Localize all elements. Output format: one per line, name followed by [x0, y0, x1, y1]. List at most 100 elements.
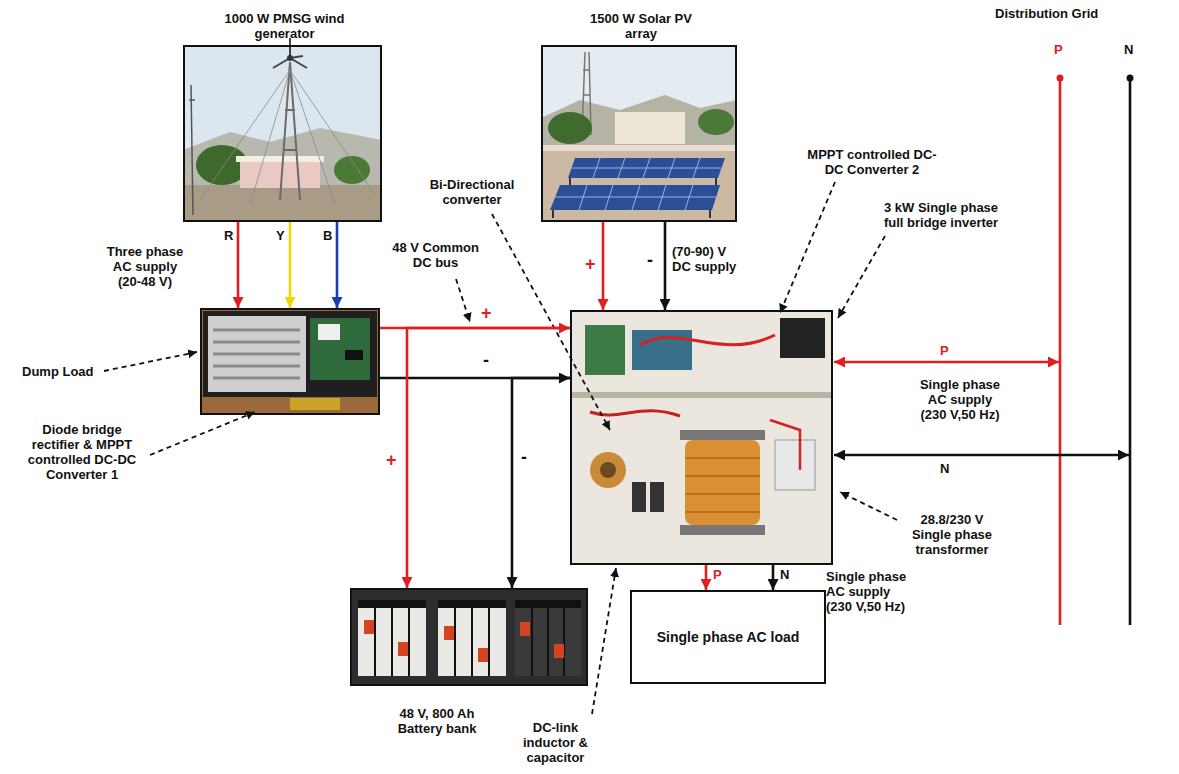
callout-label: Bi-Directional converter — [422, 177, 522, 207]
building — [615, 112, 685, 144]
wire-label: Y — [276, 228, 285, 243]
cell-tag — [554, 644, 564, 658]
dc-link-inductor — [590, 452, 626, 488]
transformer-winding — [685, 440, 760, 525]
line-name: N — [940, 461, 954, 476]
grid-neutral-line — [1129, 78, 1132, 625]
cabinet — [570, 310, 833, 565]
capacitor — [632, 482, 646, 512]
cell-tag — [398, 642, 408, 656]
wire-connector — [289, 222, 292, 308]
hills — [541, 95, 737, 222]
dump-load-plate — [208, 316, 306, 392]
grid-terminal — [1057, 75, 1064, 82]
battery-bank: 48 V, 800 Ah Battery bank — [350, 588, 588, 686]
solar-photo — [541, 45, 737, 222]
building-roof — [236, 156, 324, 162]
pcb — [585, 325, 625, 375]
leader-line — [840, 492, 897, 520]
wire-label: + — [585, 254, 596, 274]
annotation-label: Single phase AC supply (230 V,50 Hz) — [915, 377, 1005, 422]
cell-tops — [358, 600, 426, 608]
cell-tag — [520, 622, 530, 636]
grid-neutral-wire — [834, 454, 1129, 457]
wire-label: - — [521, 447, 527, 467]
leader-line — [492, 214, 610, 430]
chip — [345, 350, 363, 360]
shelf — [572, 392, 831, 398]
sky — [183, 45, 382, 222]
load-box: Single phase AC load — [630, 590, 826, 684]
wire-label: - — [647, 250, 653, 270]
cell-tops — [515, 600, 581, 608]
box-label: Single phase AC load — [632, 629, 824, 646]
wire-connector — [336, 222, 339, 308]
tree — [698, 109, 734, 135]
heater-elements — [213, 330, 300, 378]
tree — [548, 112, 592, 144]
pcb — [632, 330, 692, 370]
transformer-core — [680, 525, 765, 535]
wire-connector — [705, 565, 708, 590]
turbine-hub — [287, 55, 293, 61]
enclosure — [203, 311, 377, 397]
control-pcb — [310, 318, 370, 380]
terrace — [541, 150, 737, 222]
leader-line — [780, 182, 835, 313]
wire-label: R — [224, 228, 233, 243]
rooftop — [183, 185, 382, 222]
capacitor — [650, 482, 664, 512]
wire-label: + — [481, 303, 492, 323]
line-name: P — [940, 343, 954, 358]
converter-photo — [570, 310, 833, 565]
wire-connector — [602, 222, 605, 310]
annotation-label: Three phase AC supply (20-48 V) — [100, 244, 190, 289]
turbine-blades — [273, 38, 307, 68]
wire-label: - — [483, 350, 489, 370]
panel-stands — [553, 178, 716, 218]
callout-label: MPPT controlled DC-DC Converter 2 — [807, 147, 937, 177]
wire-label: N — [780, 567, 789, 582]
wire-connector — [664, 222, 667, 310]
guy-wires — [200, 70, 375, 205]
leader-line — [592, 568, 616, 714]
grid-terminal — [1127, 75, 1134, 82]
annotation-label: 48 V Common DC bus — [388, 240, 483, 270]
box-heading: 48 V, 800 Ah Battery bank — [382, 706, 492, 736]
cable — [640, 335, 775, 345]
turbine-tower — [280, 62, 300, 200]
wire-label: P — [713, 567, 722, 582]
cell-tops — [438, 600, 506, 608]
pv-cell-grid — [555, 158, 721, 210]
sky — [541, 45, 737, 222]
callout-label: 28.8/230 V Single phase transformer — [902, 512, 1002, 557]
cable — [590, 411, 680, 416]
box-heading: 1000 W PMSG wind generator — [210, 11, 360, 41]
junction-box — [290, 398, 340, 410]
annotation-label: (70-90) V DC supply — [672, 244, 742, 274]
parapet — [541, 145, 737, 151]
wind-generator-photo: 1000 W PMSG wind generator — [183, 45, 382, 222]
building — [240, 160, 320, 188]
battery-ground — [350, 588, 588, 686]
leader-line — [150, 412, 255, 455]
winding-turns — [685, 458, 760, 512]
cable — [770, 420, 800, 470]
callout-label: DC-link inductor & capacitor — [518, 720, 593, 765]
leader-line — [838, 236, 885, 318]
wire-connector — [407, 328, 570, 588]
callout-label: Dump Load — [22, 364, 112, 379]
rectifier-box: Dump LoadDiode bridge rectifier & MPPT c… — [200, 308, 380, 415]
wire-connector — [237, 222, 240, 308]
transformer-core — [680, 430, 765, 440]
cell-tag — [364, 620, 374, 634]
wire-label: + — [386, 450, 397, 470]
line-name: N — [1124, 42, 1138, 57]
relay — [775, 440, 815, 490]
mast — [189, 85, 195, 215]
inductor-core — [600, 462, 616, 478]
callout-label: Diode bridge rectifier & MPPT controlled… — [20, 422, 144, 482]
display-card — [318, 324, 340, 340]
